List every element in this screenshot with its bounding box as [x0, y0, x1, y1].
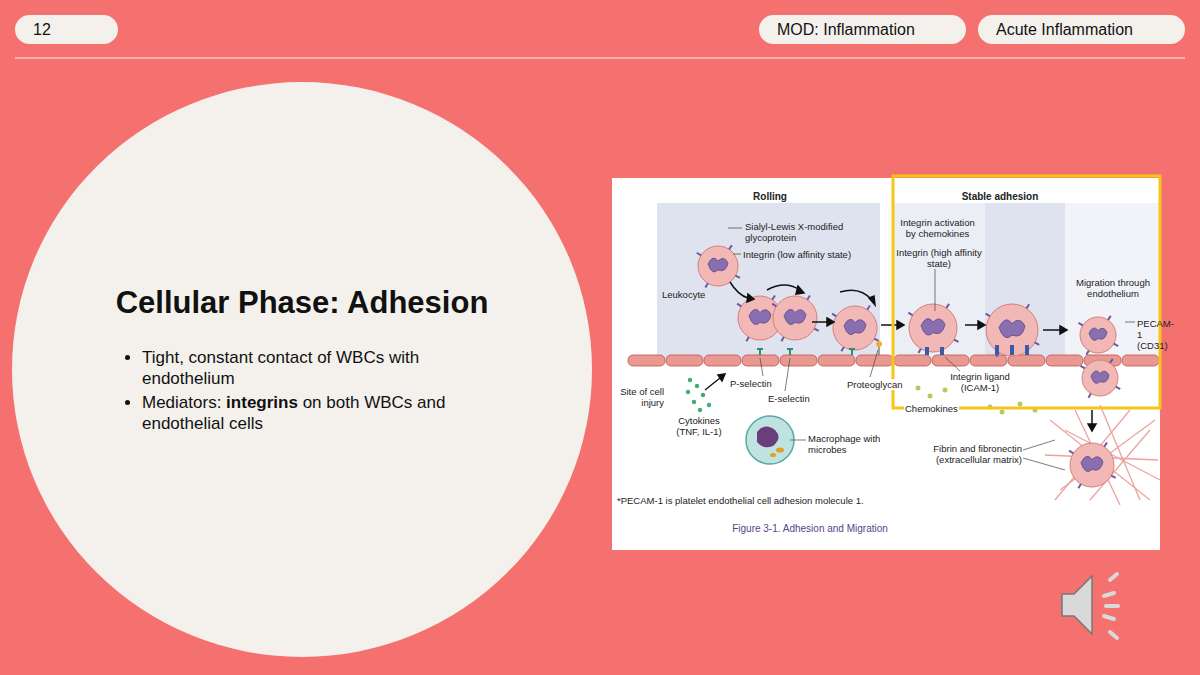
pill-text: 12 — [33, 21, 51, 39]
content-circle: Cellular Phase: AdhesionTight, constant … — [12, 82, 592, 657]
figure-label: Rolling — [740, 191, 800, 202]
figure-label: E-selectin — [768, 393, 818, 404]
figure-label: PECAM-1 (CD31) — [1137, 318, 1175, 351]
figure-label: Site of cell injury — [614, 386, 664, 408]
leukocyte — [908, 304, 958, 353]
figure-label: Integrin (low affinity state) — [743, 249, 883, 260]
figure-label: Proteoglycan — [846, 379, 903, 390]
figure-label: Macrophage with microbes — [808, 433, 883, 455]
slide-number-pill: 12 — [15, 15, 118, 44]
figure-label: Cytokines (TNF, IL-1) — [668, 415, 730, 437]
figure-label: Integrin ligand (ICAM-1) — [940, 371, 1020, 393]
leukocyte — [832, 306, 879, 352]
endothelial-cell — [856, 355, 893, 366]
leukocyte — [697, 245, 740, 287]
figure-label: Migration through endothelium — [1068, 277, 1158, 299]
endothelial-cell — [666, 355, 703, 366]
figure-label: Chemokines — [904, 403, 959, 414]
bullet-point: Mediators: integrins on both WBCs and en… — [142, 392, 512, 434]
footnote: *PECAM-1 is platelet endothelial cell ad… — [617, 495, 937, 506]
bullet-point: Tight, constant contact of WBCs with end… — [142, 347, 512, 389]
endothelial-cell — [780, 355, 817, 366]
endothelial-cell — [818, 355, 855, 366]
endothelial-cell — [1122, 355, 1159, 366]
endothelial-cell — [1046, 355, 1083, 366]
slide-title: Cellular Phase: Adhesion — [72, 285, 532, 321]
figure-label: P-selectin — [730, 378, 780, 389]
figure-label: Stable adhesion — [960, 191, 1040, 202]
figure-label: Integrin activation by chemokines — [895, 217, 980, 239]
leukocyte — [1069, 443, 1116, 489]
pill-text: MOD: Inflammation — [777, 21, 915, 39]
endothelial-cell — [970, 355, 1007, 366]
figure-label: Leukocyte — [662, 289, 722, 300]
leukocyte — [772, 296, 819, 342]
figure-label: Integrin (high affinity state) — [893, 247, 985, 269]
bullet-list: Tight, constant contact of WBCs with end… — [122, 347, 512, 437]
topic-pill: Acute Inflammation — [978, 15, 1185, 44]
figure-label: Sialyl-Lewis X-modified glycoprotein — [745, 221, 855, 243]
leukocyte — [1078, 316, 1118, 355]
leukocyte — [986, 304, 1039, 357]
pill-text: Acute Inflammation — [996, 21, 1133, 39]
figure-caption: Figure 3-1. Adhesion and Migration — [700, 523, 920, 534]
endothelial-cell — [704, 355, 741, 366]
endothelial-cell — [932, 355, 969, 366]
endothelial-cell — [894, 355, 931, 366]
endothelial-cell — [1008, 355, 1045, 366]
leukocyte — [1080, 359, 1120, 398]
module-pill: MOD: Inflammation — [759, 15, 966, 44]
endothelial-cell — [628, 355, 665, 366]
figure-label: Fibrin and fibronectin (extracellular ma… — [918, 443, 1022, 465]
